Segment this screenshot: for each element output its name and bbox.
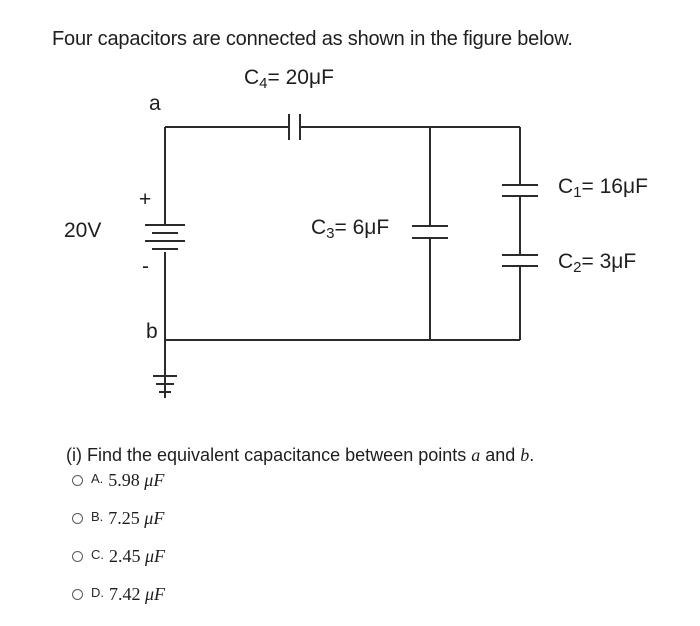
point-b-label: b [146, 320, 158, 343]
c4-label: C4= 20μF [244, 66, 334, 92]
c3-label: C3= 6μF [311, 216, 390, 242]
c2-label: C2= 3μF [558, 250, 637, 276]
option-a[interactable]: A. 5.98 μF [72, 470, 164, 491]
question-text: Four capacitors are connected as shown i… [52, 28, 573, 50]
radio-button-icon[interactable] [72, 513, 83, 524]
sub-question: (i) Find the equivalent capacitance betw… [66, 445, 535, 465]
option-d[interactable]: D. 7.42 μF [72, 584, 165, 605]
option-b[interactable]: B. 7.25 μF [72, 508, 164, 529]
radio-button-icon[interactable] [72, 475, 83, 486]
radio-button-icon[interactable] [72, 589, 83, 600]
point-a-label: a [149, 92, 161, 115]
option-c[interactable]: C. 2.45 μF [72, 546, 165, 567]
c1-label: C1= 16μF [558, 175, 648, 201]
plus-sign: + [139, 188, 152, 211]
minus-sign: - [142, 255, 149, 278]
battery-voltage-label: 20V [64, 219, 102, 242]
radio-button-icon[interactable] [72, 551, 83, 562]
